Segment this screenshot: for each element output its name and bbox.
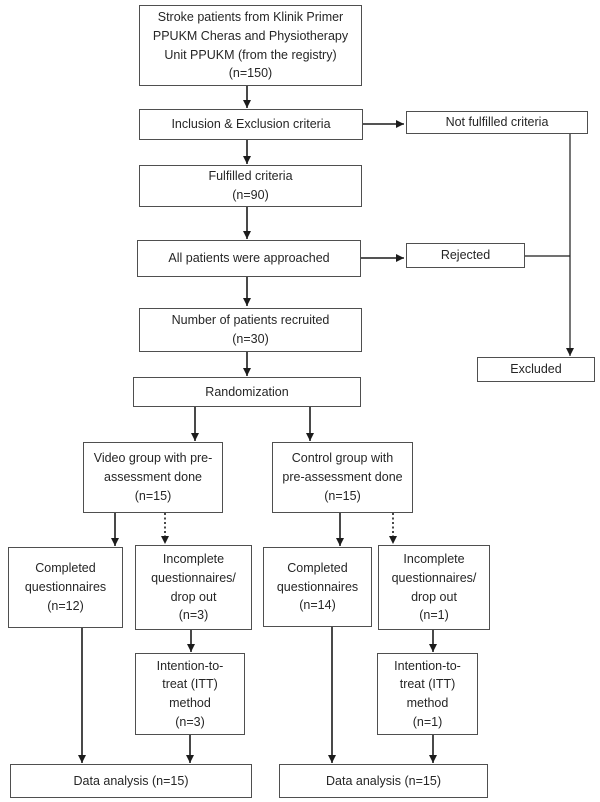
node-itt-3: Intention-to- treat (ITT) method (n=3): [135, 653, 245, 735]
node-inclusion-exclusion: Inclusion & Exclusion criteria: [139, 109, 363, 140]
node-excluded: Excluded: [477, 357, 595, 382]
node-incomplete-1: Incomplete questionnaires/ drop out (n=1…: [378, 545, 490, 630]
node-itt-1: Intention-to- treat (ITT) method (n=1): [377, 653, 478, 735]
node-not-fulfilled: Not fulfilled criteria: [406, 111, 588, 134]
node-video-group: Video group with pre- assessment done (n…: [83, 442, 223, 513]
node-recruited: Number of patients recruited (n=30): [139, 308, 362, 352]
node-completed-12: Completed questionnaires (n=12): [8, 547, 123, 628]
node-completed-14: Completed questionnaires (n=14): [263, 547, 372, 627]
node-fulfilled: Fulfilled criteria (n=90): [139, 165, 362, 207]
node-data-analysis-video: Data analysis (n=15): [10, 764, 252, 798]
node-stroke-patients: Stroke patients from Klinik Primer PPUKM…: [139, 5, 362, 86]
node-control-group: Control group with pre-assessment done (…: [272, 442, 413, 513]
node-incomplete-3: Incomplete questionnaires/ drop out (n=3…: [135, 545, 252, 630]
node-approached: All patients were approached: [137, 240, 361, 277]
node-rejected: Rejected: [406, 243, 525, 268]
node-randomization: Randomization: [133, 377, 361, 407]
node-data-analysis-control: Data analysis (n=15): [279, 764, 488, 798]
